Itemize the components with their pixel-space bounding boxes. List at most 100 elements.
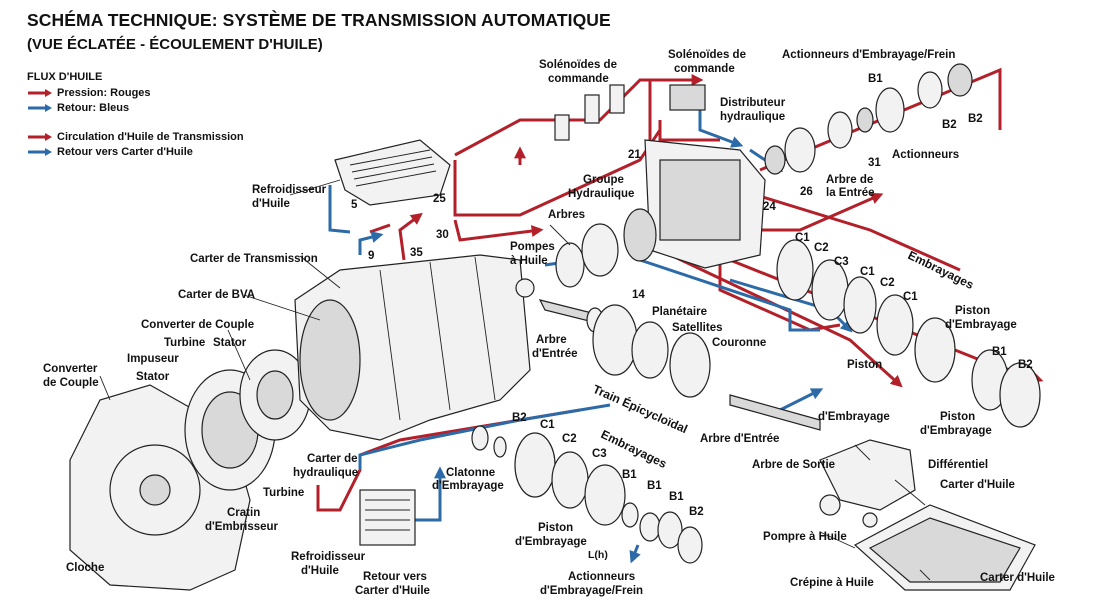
label-piston-mid-b: d'Embrayage <box>818 411 890 423</box>
label-cloche: Cloche <box>66 562 104 574</box>
label-31: 31 <box>868 157 881 169</box>
label-c3-d: C3 <box>592 448 607 460</box>
legend-label: Circulation d'Huile de Transmission <box>57 131 244 143</box>
label-b2-top-b: B2 <box>968 113 983 125</box>
oil-pan-part <box>853 504 1036 591</box>
bottom-cooler-part <box>359 489 416 546</box>
label-actionneurs-bottom-b: d'Embrayage/Frein <box>540 585 643 597</box>
label-c1-b: C1 <box>860 266 875 278</box>
label-solenoides-2a: Solénoïdes de <box>668 49 746 61</box>
label-distributeur-a: Distributeur <box>720 97 786 109</box>
label-couronne: Couronne <box>712 337 766 349</box>
label-satellites: Satellites <box>672 322 723 334</box>
label-35: 35 <box>410 247 423 259</box>
blue-arrow-icon <box>28 148 52 156</box>
label-b2-top-a: B2 <box>942 119 957 131</box>
label-converter-left-a: Converter <box>43 363 98 375</box>
red-arrow-icon <box>28 89 52 97</box>
label-piston-r2-a: Piston <box>940 411 975 423</box>
label-carter-transmission: Carter de Transmission <box>190 253 318 265</box>
label-b1-e: B1 <box>647 480 662 492</box>
label-cratin-a: Cratin <box>227 507 260 519</box>
page-title: SCHÉMA TECHNIQUE: SYSTÈME DE TRANSMISSIO… <box>27 10 611 30</box>
label-arbre-sortie: Arbre de Sortie <box>752 459 835 471</box>
label-actionneurs-bottom-a: Actionneurs <box>568 571 635 583</box>
label-piston-bottom-a: Piston <box>538 522 573 534</box>
page-subtitle: (VUE ÉCLATÉE - ÉCOULEMENT D'HUILE) <box>27 36 323 53</box>
label-solenoides-2b: commande <box>674 63 735 75</box>
label-c2-d: C2 <box>562 433 577 445</box>
label-carter-huile-b: Carter d'Huile <box>980 572 1055 584</box>
label-b2-right: B2 <box>1018 359 1033 371</box>
label-c1-a: C1 <box>795 232 810 244</box>
label-embrayages-top: Embrayages <box>906 248 977 292</box>
label-c3-a: C3 <box>834 256 849 268</box>
label-clatonne-a: Clatonne <box>446 467 495 479</box>
label-26: 26 <box>800 186 813 198</box>
label-piston-bottom-b: d'Embrayage <box>515 536 587 548</box>
label-crepine: Crépine à Huile <box>790 577 874 589</box>
label-arbre-entree-top-b: la Entrée <box>826 187 875 199</box>
label-embrayages-bottom: Embrayages <box>599 427 670 471</box>
label-stator-top: Stator <box>213 337 247 349</box>
label-30: 30 <box>436 229 449 241</box>
label-converter-top: Converter de Couple <box>141 319 254 331</box>
label-stator-mid: Stator <box>136 371 170 383</box>
label-b1-top: B1 <box>868 73 883 85</box>
label-25: 25 <box>433 193 446 205</box>
labels: Solénoïdes de commande Solénoïdes de com… <box>43 49 1055 597</box>
valve-body-part <box>644 139 766 269</box>
blue-arrow-icon <box>28 104 52 112</box>
label-arbre-entree-top-a: Arbre de <box>826 174 873 186</box>
label-carter-bva: Carter de BVA <box>178 289 255 301</box>
label-turbine-top: Turbine <box>164 337 205 349</box>
pump-part <box>515 208 657 298</box>
label-24: 24 <box>763 201 776 213</box>
label-pompre: Pompre à Huile <box>763 531 847 543</box>
label-c1-c: C1 <box>903 291 918 303</box>
label-actionneurs-top2: Actionneurs <box>892 149 959 161</box>
label-groupe-b: Hydraulique <box>568 188 634 200</box>
legend-label: Retour: Bleus <box>57 102 130 114</box>
label-c2-a: C2 <box>814 242 829 254</box>
legend-item-retour-carter: Retour vers Carter d'Huile <box>27 145 193 159</box>
label-refroid-bottom-b: d'Huile <box>301 565 339 577</box>
label-lh: L(h) <box>588 549 608 561</box>
clutches-bottom-part <box>471 425 703 564</box>
label-actionneurs-top: Actionneurs d'Embrayage/Frein <box>782 49 955 61</box>
label-retour-a: Retour vers <box>363 571 427 583</box>
label-9: 9 <box>368 250 374 262</box>
label-arbre-entree-bottom: Arbre d'Entrée <box>700 433 779 445</box>
actuators-top-part <box>764 63 973 175</box>
solenoids-part <box>554 84 706 141</box>
label-refroid-top-a: Refroidisseur <box>252 184 327 196</box>
label-clatonne-b: d'Embrayage <box>432 480 504 492</box>
legend-item-retour: Retour: Bleus <box>27 101 129 115</box>
label-groupe-a: Groupe <box>583 174 624 186</box>
label-impuseur: Impuseur <box>127 353 179 365</box>
label-pompes-a: Pompes <box>510 241 555 253</box>
label-arbre-entree-mid-b: d'Entrée <box>532 348 578 360</box>
label-arbres: Arbres <box>548 209 585 221</box>
label-cratin-b: d'Embrisseur <box>205 521 279 533</box>
label-21: 21 <box>628 149 641 161</box>
label-b2-d: B2 <box>689 506 704 518</box>
label-solenoides-1a: Solénoïdes de <box>539 59 617 71</box>
label-piston-right-b: d'Embrayage <box>945 319 1017 331</box>
label-retour-b: Carter d'Huile <box>355 585 430 597</box>
label-c1-d: C1 <box>540 419 555 431</box>
label-carter-hydr-b: hydraulique <box>293 467 358 479</box>
label-refroid-bottom-a: Refroidisseur <box>291 551 366 563</box>
label-b1-d: B1 <box>622 469 637 481</box>
label-solenoides-1b: commande <box>548 73 609 85</box>
converter-part <box>184 349 311 491</box>
label-c2-b: C2 <box>880 277 895 289</box>
differential-part <box>819 439 916 528</box>
transmission-case-part <box>294 254 531 441</box>
label-arbre-entree-mid-a: Arbre <box>536 334 567 346</box>
label-piston-right-a: Piston <box>955 305 990 317</box>
label-planetaire: Planétaire <box>652 306 707 318</box>
legend-item-pression: Pression: Rouges <box>27 86 151 100</box>
label-b2-mid: B2 <box>512 412 527 424</box>
